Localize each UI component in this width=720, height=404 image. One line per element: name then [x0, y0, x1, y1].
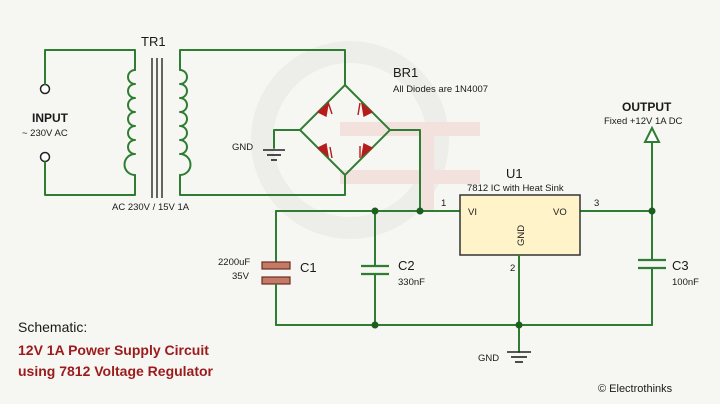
- ground-symbol-bridge: [263, 149, 285, 161]
- output-label: OUTPUT: [622, 100, 672, 114]
- caption-label: Schematic:: [18, 319, 87, 335]
- input-label: INPUT: [32, 111, 69, 125]
- capacitor-c1: [261, 210, 291, 326]
- input-rating: ~ 230V AC: [22, 128, 68, 139]
- output-arrow-icon: [643, 125, 661, 143]
- credit-text: © Electrothinks: [598, 383, 673, 395]
- watermark-logo: [251, 41, 480, 239]
- transformer-tr1: [123, 49, 346, 198]
- c1-ref: C1: [300, 260, 317, 275]
- transformer-rating: AC 230V / 15V 1A: [112, 202, 190, 213]
- output-rating: Fixed +12V 1A DC: [604, 116, 683, 127]
- caption-title-line2: using 7812 Voltage Regulator: [18, 363, 214, 379]
- c3-ref: C3: [672, 258, 689, 273]
- u1-pin-vo: VO: [553, 207, 567, 218]
- caption-title-line1: 12V 1A Power Supply Circuit: [18, 342, 209, 358]
- bridge-note: All Diodes are 1N4007: [393, 84, 488, 95]
- bridge-ref: BR1: [393, 65, 418, 80]
- output-rail: [579, 210, 653, 261]
- bridge-rectifier-br1: [273, 83, 421, 212]
- transformer-ref: TR1: [141, 34, 166, 49]
- gnd-bridge-label: GND: [232, 142, 253, 153]
- regulator-u1: [459, 194, 581, 326]
- u1-pin-gnd: GND: [516, 225, 527, 246]
- ground-symbol-bottom: [507, 324, 531, 363]
- u1-pin2: 2: [510, 263, 515, 274]
- input-terminals: [39, 49, 136, 196]
- c3-value: 100nF: [672, 277, 699, 288]
- junction-dots: [371, 207, 656, 329]
- input-terminal-bottom: [39, 151, 51, 163]
- u1-pin3: 3: [594, 198, 599, 209]
- c1-value: 2200uF: [218, 257, 250, 268]
- capacitor-c2: [361, 210, 389, 326]
- input-terminal-top: [39, 83, 51, 95]
- u1-ref: U1: [506, 166, 523, 181]
- u1-pin-vi: VI: [468, 207, 477, 218]
- c2-value: 330nF: [398, 277, 425, 288]
- u1-pin1: 1: [441, 198, 446, 209]
- c2-ref: C2: [398, 258, 415, 273]
- c1-voltage: 35V: [232, 271, 250, 282]
- capacitor-c3: [638, 258, 666, 326]
- gnd-bottom-label: GND: [478, 353, 499, 364]
- u1-desc: 7812 IC with Heat Sink: [467, 183, 564, 194]
